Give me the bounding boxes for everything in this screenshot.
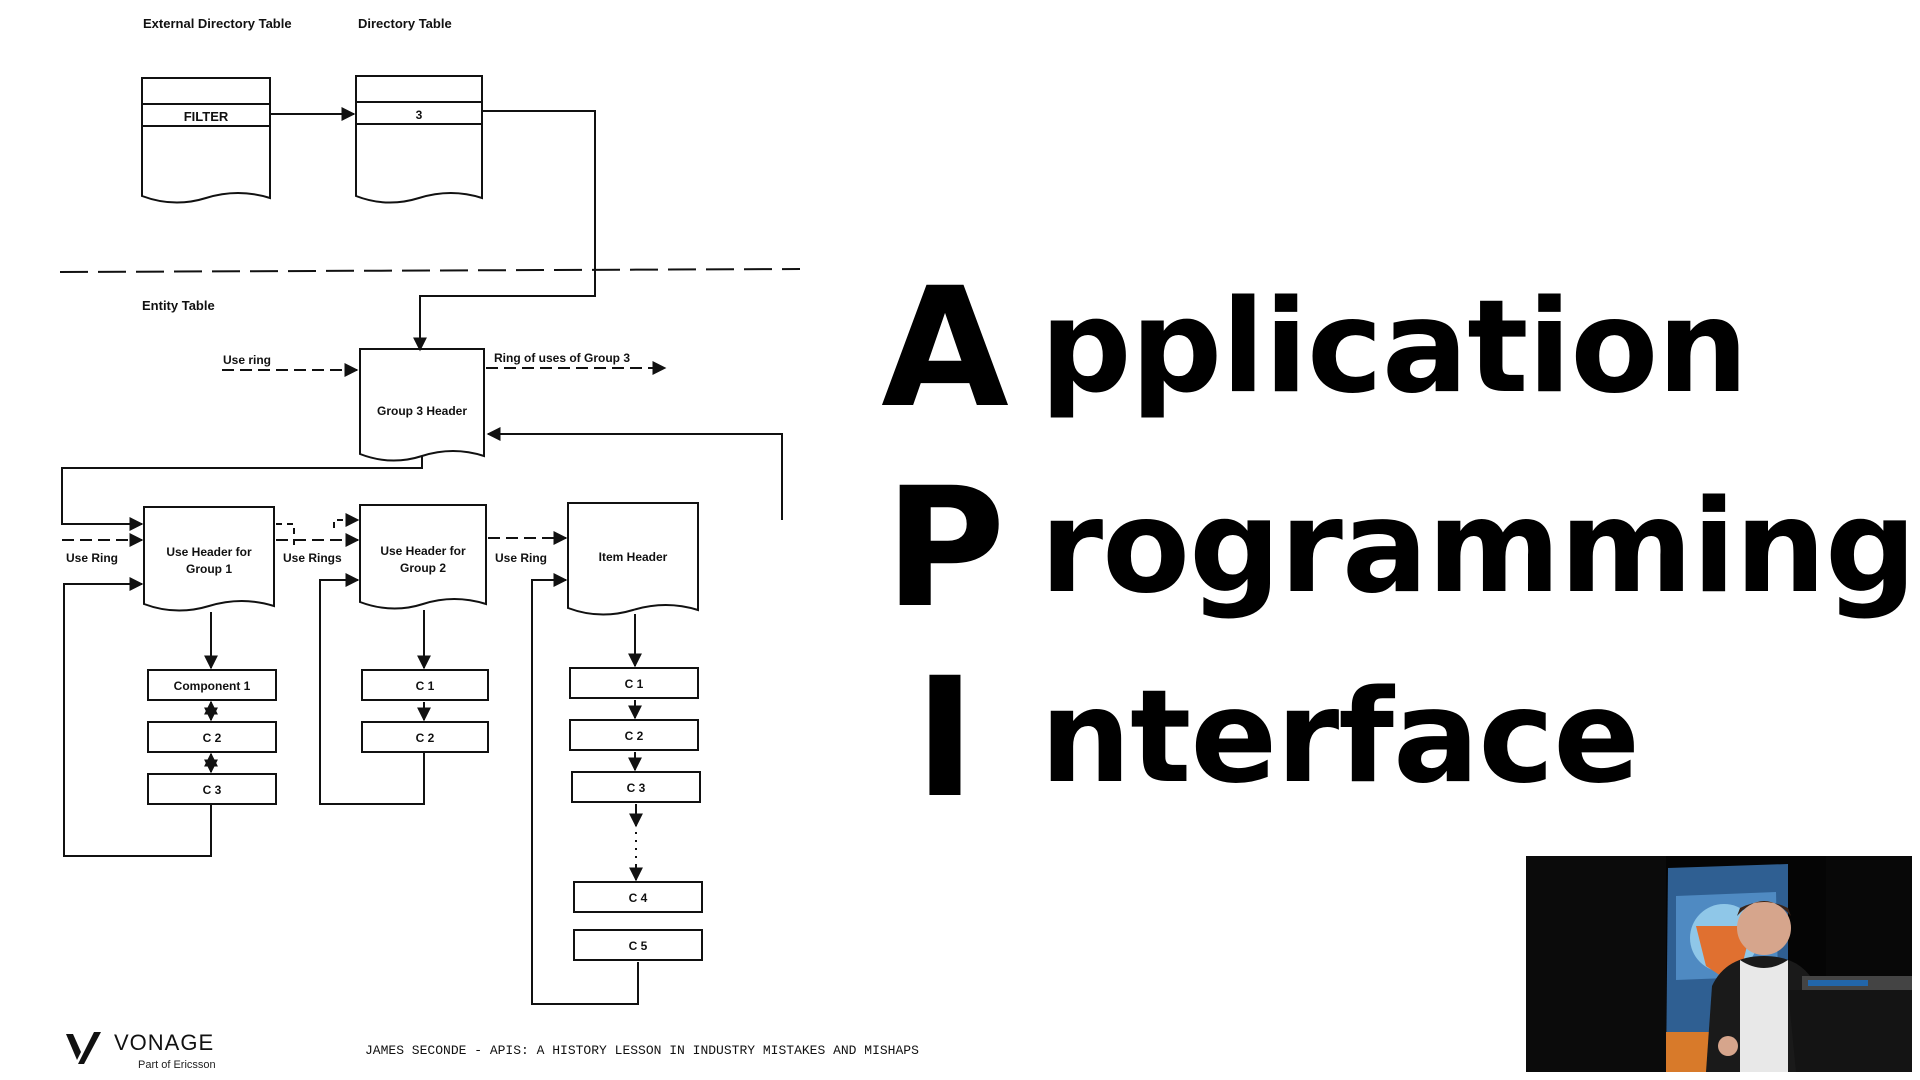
item-c3-label: C 3 <box>627 781 646 795</box>
directory-table-label: Directory Table <box>358 16 452 31</box>
use-header-group2-box <box>359 504 487 610</box>
item-c5-label: C 5 <box>629 939 648 953</box>
g1-c2-label: C 2 <box>203 731 222 745</box>
vonage-logo: VONAGE Part of Ericsson <box>64 1026 254 1074</box>
api-letter-p: P <box>884 451 1006 644</box>
item-c2-label: C 2 <box>625 729 644 743</box>
directory-3-label: 3 <box>416 108 423 122</box>
ring-of-uses-label: Ring of uses of Group 3 <box>494 351 630 365</box>
g1-c3-label: C 3 <box>203 783 222 797</box>
item-header-box <box>567 502 699 616</box>
api-letter-a: A <box>881 251 1009 444</box>
item-header-label: Item Header <box>599 550 668 564</box>
use-header-g2-line1: Use Header for <box>380 544 466 558</box>
use-ring-right-label: Use Ring <box>495 551 547 565</box>
entity-table-label: Entity Table <box>142 298 215 313</box>
entity-diagram: External Directory Table Directory Table… <box>59 16 801 1005</box>
use-ring-left-label: Use Ring <box>66 551 118 565</box>
use-header-group1-box <box>143 506 275 612</box>
brand-name: VONAGE <box>114 1030 215 1055</box>
component-1-label: Component 1 <box>174 679 251 693</box>
use-rings-mid-label: Use Rings <box>283 551 342 565</box>
vonage-v-icon <box>66 1032 101 1064</box>
brand-subtitle: Part of Ericsson <box>138 1059 216 1071</box>
g2-c1-label: C 1 <box>416 679 435 693</box>
api-word-programming: rogramming <box>1040 473 1917 622</box>
use-ring-top-label: Use ring <box>223 353 271 367</box>
api-word-interface: nterface <box>1040 663 1640 812</box>
api-row-interface: I nterface <box>870 641 1640 834</box>
use-header-g1-line2: Group 1 <box>186 562 232 576</box>
use-header-g1-line1: Use Header for <box>166 545 252 559</box>
directory-table-box <box>355 75 483 204</box>
talk-title-footer: JAMES SECONDE - APIS: A HISTORY LESSON I… <box>365 1043 919 1058</box>
api-word-application: pplication <box>1040 273 1748 422</box>
filter-table-box <box>141 77 271 204</box>
group3-header-box <box>359 348 485 462</box>
group3-header-label: Group 3 Header <box>377 404 467 418</box>
item-c1-label: C 1 <box>625 677 644 691</box>
api-letter-i: I <box>914 641 976 834</box>
g2-c2-label: C 2 <box>416 731 435 745</box>
api-row-application: A pplication <box>870 251 1748 444</box>
item-c4-label: C 4 <box>629 891 648 905</box>
speaker-video-image <box>1526 856 1912 1072</box>
use-header-g2-line2: Group 2 <box>400 561 446 575</box>
speaker-video <box>1526 856 1912 1072</box>
external-directory-table-label: External Directory Table <box>143 16 292 31</box>
api-row-programming: P rogramming <box>870 451 1917 644</box>
filter-label: FILTER <box>184 109 229 124</box>
